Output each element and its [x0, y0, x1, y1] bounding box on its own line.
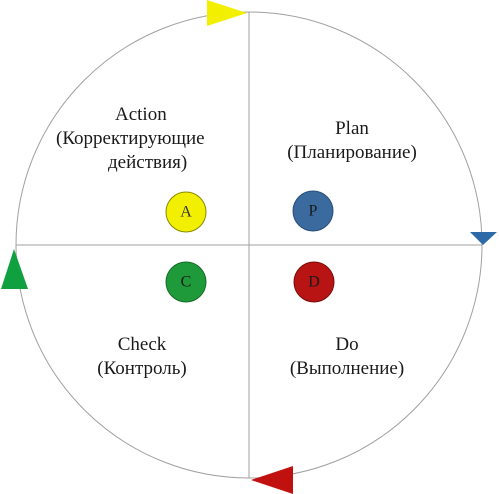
- arrow-left-icon: [251, 466, 293, 494]
- do-marker: D: [293, 261, 335, 303]
- plan-title: Plan: [335, 118, 369, 139]
- check-dot: [165, 261, 207, 303]
- plan-dot: [292, 190, 334, 232]
- action-dot: [165, 191, 207, 233]
- arrow-right-icon: [207, 0, 247, 26]
- plan-marker: P: [292, 190, 334, 232]
- action-marker: A: [165, 191, 207, 233]
- do-title: Do: [335, 334, 359, 355]
- do-label: Do (Выполнение): [262, 333, 432, 381]
- do-letter: D: [308, 274, 320, 291]
- do-subtitle: (Выполнение): [289, 358, 405, 379]
- plan-letter: P: [309, 203, 318, 220]
- arrow-up-icon: [1, 249, 28, 289]
- check-label: Check (Контроль): [62, 333, 222, 381]
- action-label: Action (Корректирующие действия): [44, 103, 334, 175]
- plan-subtitle: (Планирование): [287, 142, 417, 163]
- do-dot: [293, 261, 335, 303]
- arrow-down-icon: [470, 232, 497, 245]
- check-letter: C: [181, 274, 192, 291]
- check-subtitle: (Контроль): [97, 358, 187, 379]
- action-subtitle: (Корректирующие: [56, 128, 205, 149]
- plan-label: Plan (Планирование): [262, 117, 442, 165]
- action-title: Action: [115, 104, 167, 125]
- action-letter: A: [180, 204, 192, 221]
- action-subtitle-2: действия): [108, 152, 188, 173]
- check-marker: C: [165, 261, 207, 303]
- check-title: Check: [117, 334, 167, 355]
